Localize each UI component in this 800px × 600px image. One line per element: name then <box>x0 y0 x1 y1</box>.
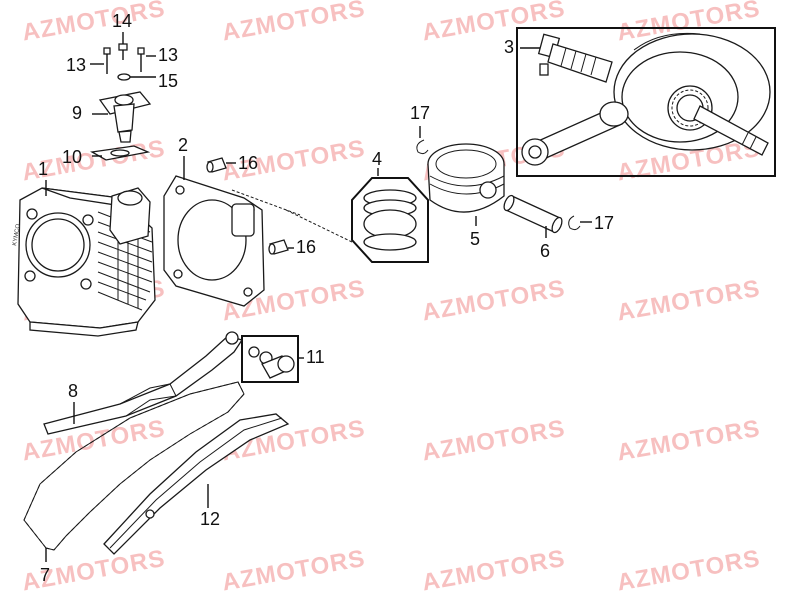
stud-hole <box>24 270 36 282</box>
chain-guide-lug <box>145 509 155 519</box>
alignment-line <box>231 189 301 216</box>
tensioner-head <box>114 94 134 106</box>
gasket-bore <box>177 199 247 281</box>
cylinder-base <box>29 321 139 337</box>
stud-hole <box>82 214 94 226</box>
rings-frame <box>351 177 429 263</box>
circlip <box>568 215 581 231</box>
tensioner-slipper <box>43 331 244 435</box>
callout-8: 8 <box>68 381 79 401</box>
base-gasket <box>163 175 265 307</box>
tensioner-gasket-hole <box>110 149 130 157</box>
gasket-hole <box>243 287 253 297</box>
screw-head <box>118 43 128 51</box>
bolt-head <box>103 47 111 55</box>
washer <box>248 346 260 358</box>
gasket-chain-slot <box>231 203 255 237</box>
gasket-hole <box>173 269 183 279</box>
chain-guide-body <box>103 413 290 555</box>
callout-15: 15 <box>158 71 179 91</box>
slipper-pivot <box>225 331 239 345</box>
sealing-washer <box>117 73 131 81</box>
piston-crown-inner <box>435 149 497 179</box>
chain-guide-edge <box>109 417 283 549</box>
crank-right-shaft <box>693 105 769 156</box>
pivot-bolt-head <box>277 355 295 373</box>
callout-11: 11 <box>306 347 325 367</box>
dowel-pin-end <box>268 243 276 255</box>
callout-2: 2 <box>178 135 189 155</box>
slipper-rib <box>119 383 177 417</box>
bolt-head <box>137 47 145 55</box>
callout-5: 5 <box>470 229 481 249</box>
big-end <box>599 101 629 127</box>
gasket-hole <box>175 185 185 195</box>
callout-3: 3 <box>504 37 515 57</box>
tensioner-body <box>113 103 135 133</box>
callout-9: 9 <box>72 103 83 123</box>
cylinder-brand-label: KYMCO <box>12 223 22 246</box>
flywheel-rim-line <box>633 32 701 51</box>
cam-chain-outline <box>23 381 245 551</box>
piston-pin <box>503 194 563 234</box>
crankshaft-frame <box>516 27 776 177</box>
callout-6: 6 <box>540 241 551 261</box>
bearing-balls <box>671 89 709 127</box>
circlip <box>416 139 429 155</box>
callout-16-top: 16 <box>238 153 259 173</box>
stud-hole <box>26 208 38 220</box>
piston-pin-boss <box>479 181 497 199</box>
callout-13-left: 13 <box>66 55 87 75</box>
piston-pin-end <box>503 194 515 212</box>
callout-12: 12 <box>200 509 221 529</box>
shaft-splines <box>560 47 597 76</box>
piston <box>427 143 505 213</box>
callout-4: 4 <box>372 149 383 169</box>
piston-pin-end <box>551 216 563 234</box>
ring-grooves <box>429 175 505 195</box>
slipper-body <box>43 335 244 435</box>
cylinder: KYMCO <box>12 187 156 337</box>
callout-1: 1 <box>38 159 49 179</box>
tunnel-opening <box>117 190 143 206</box>
callout-17-top: 17 <box>410 103 431 123</box>
piston-skirt <box>427 163 505 213</box>
piston-rings <box>351 177 429 263</box>
bolt-frame <box>241 335 299 383</box>
stud-hole <box>80 278 92 290</box>
crankshaft-assembly <box>516 27 776 177</box>
small-end-bore <box>528 145 542 159</box>
alignment-line <box>285 209 353 243</box>
dowel-pins <box>206 157 289 255</box>
circlips <box>416 139 581 231</box>
callout-7: 7 <box>40 565 51 585</box>
tensioner-bolt-assembly <box>241 335 299 383</box>
callout-17-right: 17 <box>594 213 615 233</box>
callout-16-bottom: 16 <box>296 237 317 257</box>
chain-tensioner <box>90 43 152 161</box>
callout-13-right: 13 <box>158 45 179 65</box>
chain-guide <box>103 413 290 555</box>
tensioner-plunger <box>118 130 132 143</box>
cylinder-bore-inner <box>31 218 85 272</box>
piston-ring <box>363 233 417 251</box>
right-shaft-splines <box>741 132 757 150</box>
callout-10: 10 <box>62 147 83 167</box>
dowel-pin-end <box>206 161 214 173</box>
callout-14: 14 <box>112 11 133 31</box>
woodruff-key <box>539 63 549 76</box>
crank-left-shaft <box>547 43 613 83</box>
